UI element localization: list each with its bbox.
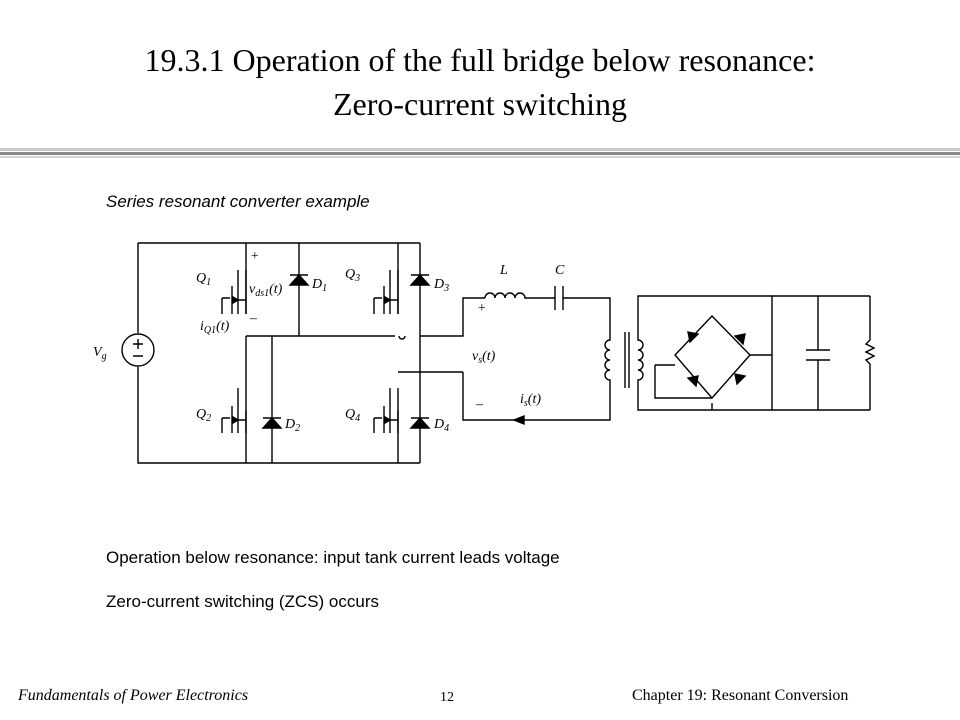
q1-mosfet — [221, 270, 247, 314]
figure-caption: Series resonant converter example — [106, 192, 370, 211]
d1-diode — [288, 273, 310, 286]
vs-plus: + — [477, 301, 486, 316]
d2-diode — [261, 416, 283, 429]
transformer — [604, 330, 644, 390]
q2-label: Q2 — [196, 407, 211, 424]
footer-chapter: Chapter 19: Resonant Conversion — [632, 687, 849, 704]
q4-label: Q4 — [345, 407, 360, 424]
d4-label: D4 — [433, 417, 449, 434]
l-label: L — [499, 263, 508, 278]
load-resistor — [864, 296, 876, 410]
bullet-2: Zero-current switching (ZCS) occurs — [106, 592, 380, 611]
vds1-plus: + — [250, 249, 259, 264]
vg-source — [121, 333, 155, 367]
c-label: C — [555, 263, 565, 278]
d3-label: D3 — [433, 277, 449, 294]
d1-label: D1 — [311, 277, 327, 294]
vs-label: vs(t) — [472, 349, 496, 366]
vs-minus: – — [475, 397, 484, 412]
header-rule-light — [0, 156, 960, 158]
title-line-1: 19.3.1 Operation of the full bridge belo… — [144, 42, 816, 78]
d4-diode — [409, 416, 431, 429]
bullet-1: Operation below resonance: input tank cu… — [106, 548, 560, 567]
q3-label: Q3 — [345, 267, 360, 284]
inductor-l — [484, 292, 555, 299]
capacitor-c — [554, 286, 611, 330]
iq1-label: iQ1(t) — [200, 319, 230, 336]
header-rule — [0, 148, 960, 151]
slide-title: 19.3.1 Operation of the full bridge belo… — [0, 38, 960, 126]
q1-label: Q1 — [196, 271, 211, 288]
d2-label: D2 — [284, 417, 300, 434]
title-line-2: Zero-current switching — [332, 86, 628, 122]
header-rule-dark — [0, 152, 960, 155]
footer-book-title: Fundamentals of Power Electronics — [18, 687, 249, 704]
vds1-minus: – — [249, 311, 258, 326]
footer-page-number: 12 — [440, 690, 454, 705]
q3-mosfet — [373, 270, 399, 314]
d3-diode — [409, 273, 431, 286]
rectifier-bridge — [637, 295, 773, 411]
is-current-arrow — [512, 414, 525, 426]
is-label: is(t) — [520, 392, 541, 409]
vds1-label: vds1(t) — [249, 282, 283, 299]
vg-label: Vg — [93, 345, 107, 362]
output-filter — [772, 295, 870, 411]
q4-mosfet — [373, 388, 399, 433]
q2-mosfet — [221, 388, 247, 433]
